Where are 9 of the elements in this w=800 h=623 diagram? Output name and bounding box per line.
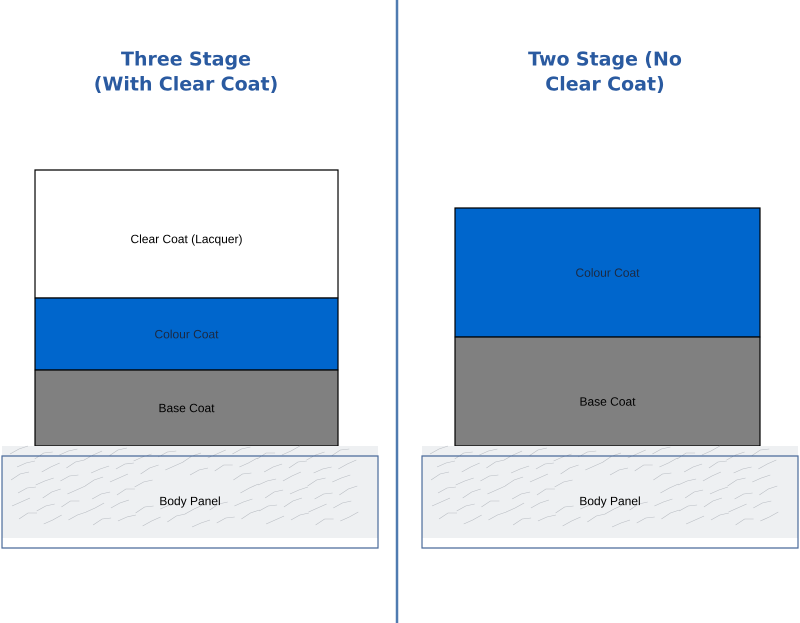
base-coat-layer: Base Coat — [34, 369, 339, 447]
body-panel: Body Panel — [1, 446, 379, 549]
colour-coat-layer: Colour Coat — [34, 297, 339, 371]
heading: Three Stage (With Clear Coat) — [95, 51, 277, 93]
heading: Two Stage (No Clear Coat) — [528, 51, 682, 93]
body-panel: Body Panel — [421, 446, 799, 549]
colour-coat-layer: Colour Coat — [454, 207, 761, 338]
clear-coat-layer: Clear Coat (Lacquer) — [34, 169, 339, 299]
base-coat-layer: Base Coat — [454, 336, 761, 447]
